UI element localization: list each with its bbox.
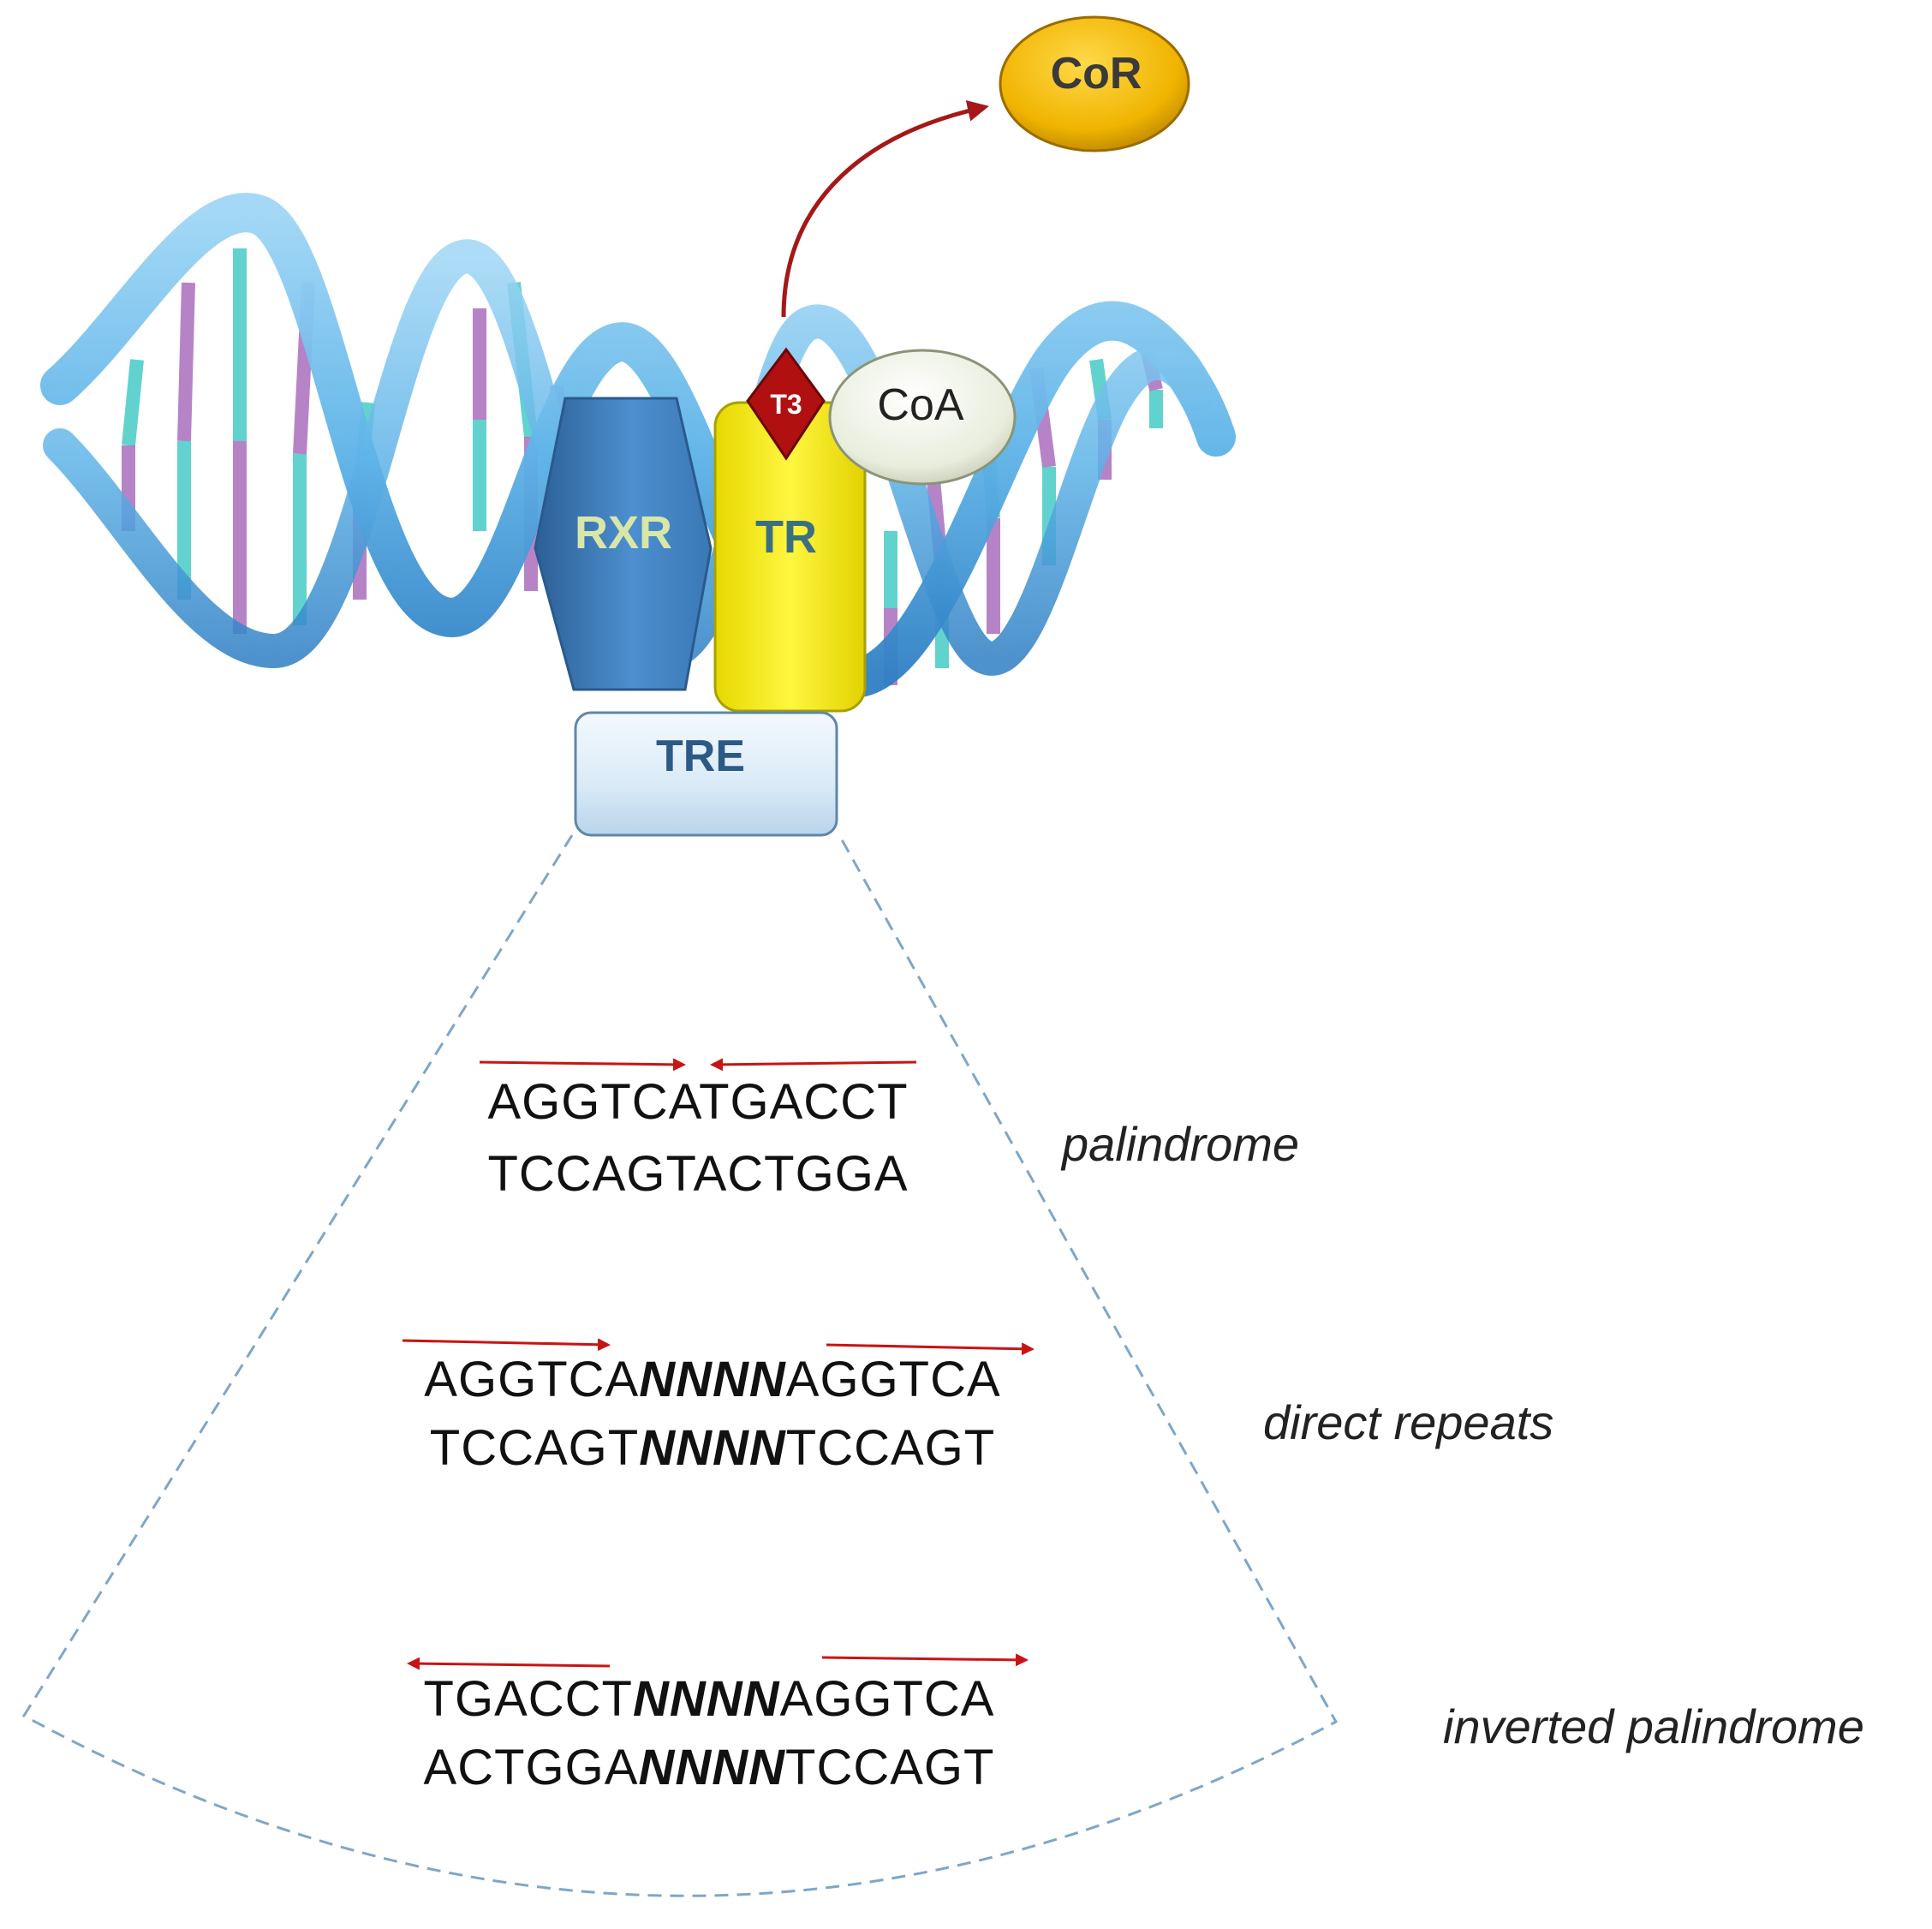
palindrome-bottom-seq: TCCAGTACTGGA <box>487 1146 908 1202</box>
base-pair-half <box>122 359 144 446</box>
inverted-arrow-left <box>407 1657 611 1670</box>
palindrome-arrow-right <box>479 1058 686 1072</box>
dna-helix <box>40 193 1236 698</box>
inverted-arrow-right <box>821 1653 1029 1667</box>
dna-strand-a <box>40 193 1236 698</box>
tre-element: TRE <box>574 711 838 837</box>
tr-label: TR <box>755 511 817 563</box>
inverted-bottom-seq: ACTGGANNNNTCCAGT <box>424 1740 995 1795</box>
direct-bottom-seq: TCCAGTNNNNTCCAGT <box>430 1420 995 1476</box>
palindrome-label: palindrome <box>1060 1117 1299 1171</box>
cor-release-arrow <box>781 100 989 318</box>
t3-label: T3 <box>770 389 802 420</box>
direct-arrow-2 <box>826 1342 1035 1356</box>
direct-top-seq: AGGTCANNNNAGGTCA <box>424 1352 1000 1407</box>
inverted-palindrome-label: inverted palindrome <box>1443 1699 1864 1753</box>
rxr-protein: RXR <box>534 397 713 691</box>
coa-coactivator: CoA <box>828 349 1017 486</box>
palindrome-arrow-left <box>710 1058 917 1072</box>
motif-direct-repeats: AGGTCANNNNAGGTCA TCCAGTNNNNTCCAGT direct… <box>424 1352 1553 1476</box>
motif-arrows <box>402 1058 1035 1670</box>
tre-label: TRE <box>656 732 745 781</box>
base-pair-half <box>177 282 195 442</box>
cor-label: CoR <box>1051 49 1142 99</box>
cor-corepressor: CoR <box>999 15 1190 152</box>
motif-inverted-palindrome: TGACCTNNNNAGGTCA ACTGGANNNNTCCAGT invert… <box>424 1671 1864 1795</box>
inverted-top-seq: TGACCTNNNNAGGTCA <box>424 1671 995 1727</box>
direct-arrow-1 <box>402 1338 611 1352</box>
motif-palindrome: AGGTCATGACCT TCCAGTACTGGA palindrome <box>487 1074 1299 1202</box>
rxr-label: RXR <box>575 507 672 558</box>
coa-label: CoA <box>877 380 963 430</box>
palindrome-top-seq: AGGTCATGACCT <box>487 1074 908 1130</box>
zoom-cone <box>21 834 1339 1897</box>
t3-ligand: T3 <box>746 347 826 461</box>
dna-strand-b <box>43 239 1216 676</box>
direct-repeats-label: direct repeats <box>1263 1395 1553 1449</box>
tr-protein: TR <box>713 401 867 713</box>
